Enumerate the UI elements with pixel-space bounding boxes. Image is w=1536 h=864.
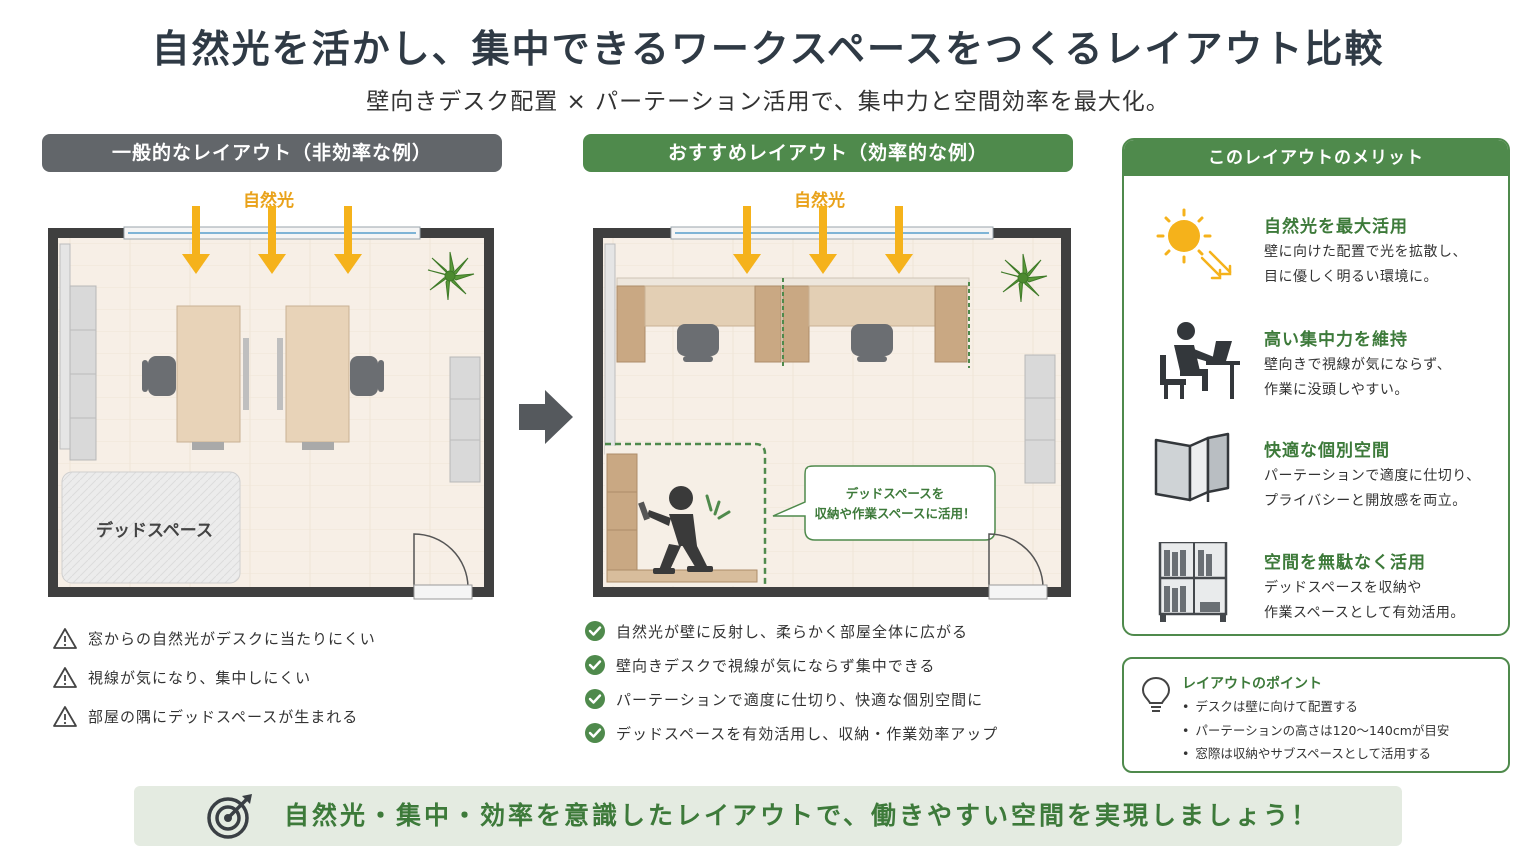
check-circle-icon (585, 621, 605, 641)
warning-icon (53, 705, 77, 727)
right-arrow-icon (519, 390, 573, 444)
merit-item: 高い集中力を維持 壁向きで視線が気にならず、 作業に没頭しやすい。 (1124, 319, 1508, 419)
middle-floor-plan: デッドスペースを 収納や作業スペースに活用！ (593, 206, 1071, 600)
merit-item: 自然光を最大活用 壁に向けた配置で光を拡散し、 目に優しく明るい環境に。 (1124, 206, 1508, 306)
check-circle-icon (585, 723, 605, 743)
list-item: 窓からの自然光がデスクに当たりにくい (52, 619, 376, 658)
list-item: デッドスペースを有効活用し、収納・作業効率アップ (584, 716, 998, 750)
point-list: デスクは壁に向けて配置する パーテーションの高さは120〜140cmが目安 窓際… (1182, 695, 1449, 766)
merit-desc: デッドスペースを収納や 作業スペースとして有効活用。 (1264, 580, 1465, 621)
sun-icon (1156, 208, 1232, 280)
merit-title: 自然光を最大活用 (1264, 217, 1408, 237)
list-item: 窓際は収納やサブスペースとして活用する (1182, 742, 1449, 766)
list-item: パーテーションの高さは120〜140cmが目安 (1182, 719, 1449, 743)
dead-space-label: デッドスペース (96, 521, 213, 541)
check-circle-icon (585, 655, 605, 675)
middle-sunlight-label: 自然光 (794, 191, 845, 211)
merit-item: 空間を無駄なく活用 デッドスペースを収納や 作業スペースとして有効活用。 (1124, 542, 1508, 634)
list-item: パーテーションで適度に仕切り、快適な個別空間に (584, 682, 998, 716)
list-item: 自然光が壁に反射し、柔らかく部屋全体に広がる (584, 614, 998, 648)
list-item: デスクは壁に向けて配置する (1182, 695, 1449, 719)
issue-text: 視線が気になり、集中しにくい (88, 669, 312, 687)
merit-item: 快適な個別空間 パーテーションで適度に仕切り、 プライバシーと開放感を両立。 (1124, 430, 1508, 530)
warning-icon (53, 666, 77, 688)
point-title: レイアウトのポイント (1182, 676, 1322, 692)
check-circle-icon (585, 689, 605, 709)
warning-icon (53, 627, 77, 649)
page-title: 自然光を活かし、集中できるワークスペースをつくるレイアウト比較 (151, 27, 1385, 71)
list-item: 部屋の隅にデッドスペースが生まれる (52, 697, 376, 736)
merits-header: このレイアウトのメリット (1124, 140, 1508, 176)
left-sunlight-label: 自然光 (243, 191, 294, 211)
bookshelf-icon (1158, 542, 1228, 622)
left-layout-header: 一般的なレイアウト（非効率な例） (42, 134, 502, 172)
page-subtitle: 壁向きデスク配置 × パーテーション活用で、集中力と空間効率を最大化。 (366, 89, 1170, 115)
footer-text: 自然光・集中・効率を意識したレイアウトで、働きやすい空間を実現しましょう！ (284, 801, 1320, 830)
callout-line1: デッドスペースを (846, 486, 945, 501)
issue-text: 部屋の隅にデッドスペースが生まれる (88, 708, 359, 726)
benefits-list: 自然光が壁に反射し、柔らかく部屋全体に広がる 壁向きデスクで視線が気にならず集中… (584, 614, 998, 750)
merits-panel: このレイアウトのメリット 自然光を最大活用 壁に向けた配置で光を拡散し、 目に優… (1122, 138, 1510, 636)
merit-title: 高い集中力を維持 (1264, 330, 1408, 350)
target-icon (207, 794, 252, 839)
list-item: 壁向きデスクで視線が気にならず集中できる (584, 648, 998, 682)
merit-desc: 壁向きで視線が気にならず、 作業に没頭しやすい。 (1264, 357, 1452, 398)
issues-list: 窓からの自然光がデスクに当たりにくい 視線が気になり、集中しにくい 部屋の隅にデ… (52, 619, 376, 736)
middle-layout-header: おすすめレイアウト（効率的な例） (583, 134, 1073, 172)
benefit-text: パーテーションで適度に仕切り、快適な個別空間に (616, 690, 984, 709)
benefit-text: 自然光が壁に反射し、柔らかく部屋全体に広がる (616, 622, 969, 641)
partition-icon (1154, 432, 1230, 502)
benefit-text: 壁向きデスクで視線が気にならず集中できる (616, 656, 936, 675)
merit-desc: 壁に向けた配置で光を拡散し、 目に優しく明るい環境に。 (1264, 244, 1467, 285)
list-item: 視線が気になり、集中しにくい (52, 658, 376, 697)
left-floor-plan (48, 206, 494, 600)
issue-text: 窓からの自然光がデスクに当たりにくい (88, 630, 376, 648)
worker-at-desk-icon (1160, 322, 1240, 399)
footer-banner: 自然光・集中・効率を意識したレイアウトで、働きやすい空間を実現しましょう！ (134, 786, 1402, 846)
merit-desc: パーテーションで適度に仕切り、 プライバシーと開放感を両立。 (1264, 468, 1481, 509)
merit-title: 空間を無駄なく活用 (1264, 553, 1426, 573)
lightbulb-icon (1141, 676, 1171, 712)
layout-point-box: レイアウトのポイント デスクは壁に向けて配置する パーテーションの高さは120〜… (1122, 657, 1510, 773)
merit-title: 快適な個別空間 (1264, 441, 1390, 461)
callout-line2: 収納や作業スペースに活用！ (814, 506, 975, 521)
benefit-text: デッドスペースを有効活用し、収納・作業効率アップ (616, 724, 999, 743)
